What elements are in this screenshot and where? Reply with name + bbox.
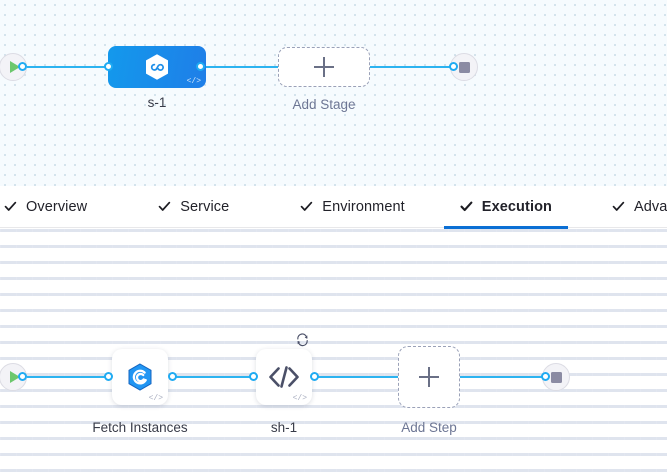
stage-canvas[interactable]: </> s-1 Add Stage	[0, 0, 667, 186]
play-icon	[9, 371, 20, 383]
plus-icon	[314, 57, 334, 77]
stage-config-tabs[interactable]: Overview Service Environment Execution A…	[0, 186, 667, 229]
plus-icon	[419, 367, 439, 387]
stage-start-output-port[interactable]	[18, 62, 27, 71]
tab-environment-label: Environment	[322, 198, 405, 215]
check-icon	[612, 200, 625, 213]
tab-advanced[interactable]: Advanced	[608, 186, 667, 228]
sh-1-output-port[interactable]	[310, 372, 319, 381]
edge-addstage-to-end	[368, 66, 458, 68]
tab-environment[interactable]: Environment	[296, 186, 409, 228]
step-node-fetch-instances[interactable]: </>	[112, 349, 168, 405]
check-icon	[158, 200, 171, 213]
step-start-output-port[interactable]	[18, 372, 27, 381]
yaml-code-badge: </>	[148, 394, 163, 403]
tab-execution-label: Execution	[481, 198, 552, 215]
check-icon	[300, 200, 313, 213]
sh-1-input-port[interactable]	[249, 372, 258, 381]
repeat-icon	[297, 333, 308, 347]
step-end-input-port[interactable]	[541, 372, 550, 381]
edge-start-to-s1	[22, 66, 112, 68]
stage-node-s-1[interactable]: </>	[108, 46, 206, 88]
tab-service[interactable]: Service	[154, 186, 233, 228]
tab-service-label: Service	[180, 198, 230, 215]
hexagon-infinity-icon	[146, 54, 168, 80]
add-step-button[interactable]	[398, 346, 460, 408]
stop-icon	[550, 371, 562, 383]
shell-script-icon	[269, 366, 299, 388]
fetch-instances-output-port[interactable]	[168, 372, 177, 381]
hexagon-swirl-icon	[128, 363, 152, 391]
edge-fetch-to-sh1	[172, 376, 262, 378]
tab-overview-label: Overview	[26, 198, 88, 215]
edge-s1-to-addstage	[200, 66, 280, 68]
add-stage-label: Add Stage	[292, 97, 356, 112]
check-icon	[460, 200, 473, 213]
step-end-node[interactable]	[542, 363, 570, 391]
add-stage-button[interactable]	[278, 47, 370, 87]
step-node-label-sh-1: sh-1	[270, 420, 298, 435]
s1-input-port[interactable]	[104, 62, 113, 71]
s1-output-port[interactable]	[196, 62, 205, 71]
stop-icon	[458, 61, 470, 73]
fetch-instances-input-port[interactable]	[104, 372, 113, 381]
play-icon	[9, 61, 20, 73]
yaml-code-badge: </>	[186, 77, 201, 86]
stage-node-label-s-1: s-1	[147, 95, 167, 110]
add-step-label: Add Step	[401, 420, 457, 435]
edge-start-to-fetch	[22, 376, 114, 378]
tab-execution[interactable]: Execution	[443, 186, 569, 229]
tab-advanced-label: Advanced	[634, 198, 667, 215]
edge-addstep-to-end	[460, 376, 548, 378]
step-node-sh-1[interactable]: </>	[256, 333, 312, 405]
edge-sh1-to-addstep	[314, 376, 400, 378]
step-canvas[interactable]: </> Fetch Instances </>	[0, 229, 667, 475]
tab-overview[interactable]: Overview	[0, 186, 91, 228]
stage-end-input-port[interactable]	[449, 62, 458, 71]
check-icon	[4, 200, 17, 213]
yaml-code-badge: </>	[292, 394, 307, 403]
step-node-label-fetch-instances: Fetch Instances	[92, 420, 188, 435]
